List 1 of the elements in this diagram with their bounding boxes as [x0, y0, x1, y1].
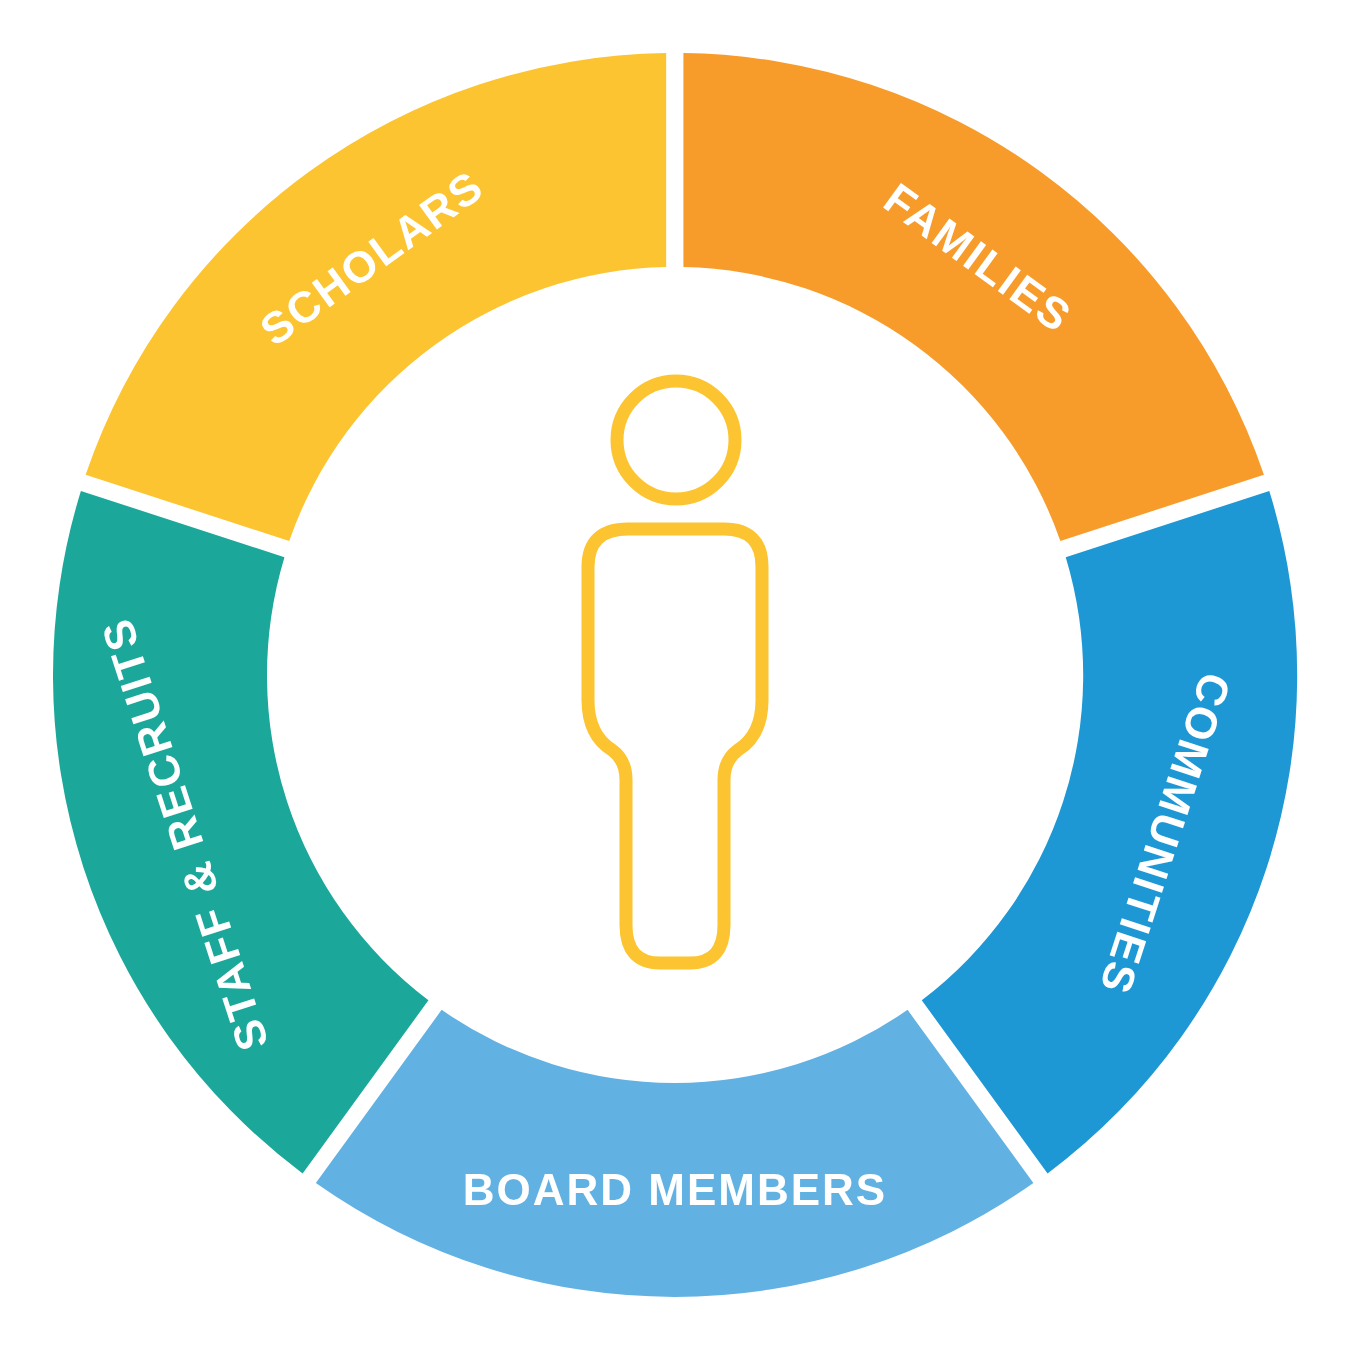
segment-label: BOARD MEMBERS [462, 1168, 888, 1212]
